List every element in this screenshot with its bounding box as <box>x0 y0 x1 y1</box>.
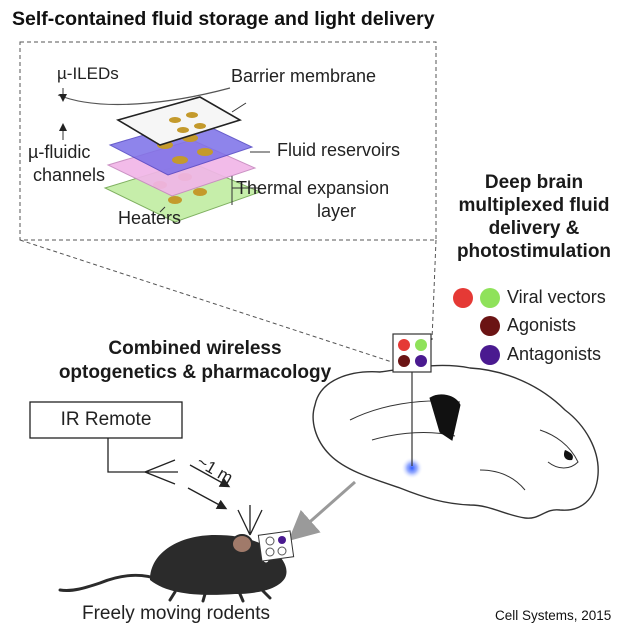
deep-brain-line3: delivery & <box>488 218 580 239</box>
membrane-dot <box>169 117 181 123</box>
signal-arrow <box>189 464 231 488</box>
combined-line1: Combined wireless <box>108 338 282 359</box>
label-thermal-1: Thermal expansion <box>236 178 390 198</box>
receiver-antenna <box>237 505 263 536</box>
remote-wire <box>107 438 145 473</box>
barrier-pointer <box>231 102 247 113</box>
combined-line2: optogenetics & pharmacology <box>58 362 332 383</box>
legend-label-agonists: Agonists <box>507 315 577 335</box>
light-spot <box>401 457 423 479</box>
remote-antenna <box>144 459 178 485</box>
membrane-dot <box>194 123 206 129</box>
label-barrier-membrane: Barrier membrane <box>231 66 377 86</box>
membrane-dot <box>177 127 189 133</box>
label-heaters: Heaters <box>118 208 182 228</box>
thermal-bracket <box>231 176 258 205</box>
label-fluid-reservoirs: Fluid reservoirs <box>277 140 401 160</box>
legend-dot-antagonist <box>480 345 500 365</box>
implant-box <box>392 333 432 373</box>
inset-frame <box>19 41 437 241</box>
credit: Cell Systems, 2015 <box>495 608 612 623</box>
figure-title: Self-contained fluid storage and light d… <box>12 8 435 30</box>
implant-dot <box>415 355 427 367</box>
implant-dot <box>415 339 427 351</box>
label-ileds: µ-ILEDs <box>57 64 119 83</box>
ir-remote-box <box>29 401 183 439</box>
zoom-line-right <box>431 239 437 341</box>
legend-dot-viral-green <box>480 288 500 308</box>
ventricle <box>429 394 461 441</box>
implant-dot <box>398 355 410 367</box>
label-thermal-2: layer <box>317 201 357 221</box>
deep-brain-line4: photostimulation <box>456 241 612 262</box>
deep-brain-line1: Deep brain <box>484 172 584 193</box>
mouse <box>58 530 295 603</box>
rodents-label: Freely moving rodents <box>82 603 270 624</box>
legend-dot-agonist <box>480 316 500 336</box>
brain-outline <box>312 364 599 519</box>
deep-brain-line2: multiplexed fluid <box>458 195 610 216</box>
implant-device <box>392 333 432 373</box>
label-fluidic-2: channels <box>33 165 106 185</box>
mouse-tail <box>58 573 162 592</box>
mouse-body <box>150 535 287 595</box>
heater-pointer <box>159 206 166 213</box>
signal-arrow <box>187 487 228 510</box>
mouse-ear <box>231 534 253 554</box>
brain-diagram <box>312 364 599 519</box>
iled-wire <box>57 87 231 106</box>
membrane-dot <box>186 112 198 118</box>
zoom-arrow <box>288 480 356 541</box>
reservoir-dot <box>197 148 213 156</box>
heater <box>168 196 182 204</box>
legend-label-viral: Viral vectors <box>507 287 606 307</box>
legend-label-antagonists: Antagonists <box>507 344 602 364</box>
label-fluidic-1: µ-fluidic <box>28 142 91 162</box>
implant-dot <box>398 339 410 351</box>
ir-remote-label: IR Remote <box>60 409 152 430</box>
mouse-implant <box>257 530 295 562</box>
zoom-line-left <box>19 239 393 363</box>
reservoir-dot <box>172 156 188 164</box>
heater <box>193 188 207 196</box>
device-stack <box>57 87 262 223</box>
legend-dot-viral-red <box>453 288 473 308</box>
